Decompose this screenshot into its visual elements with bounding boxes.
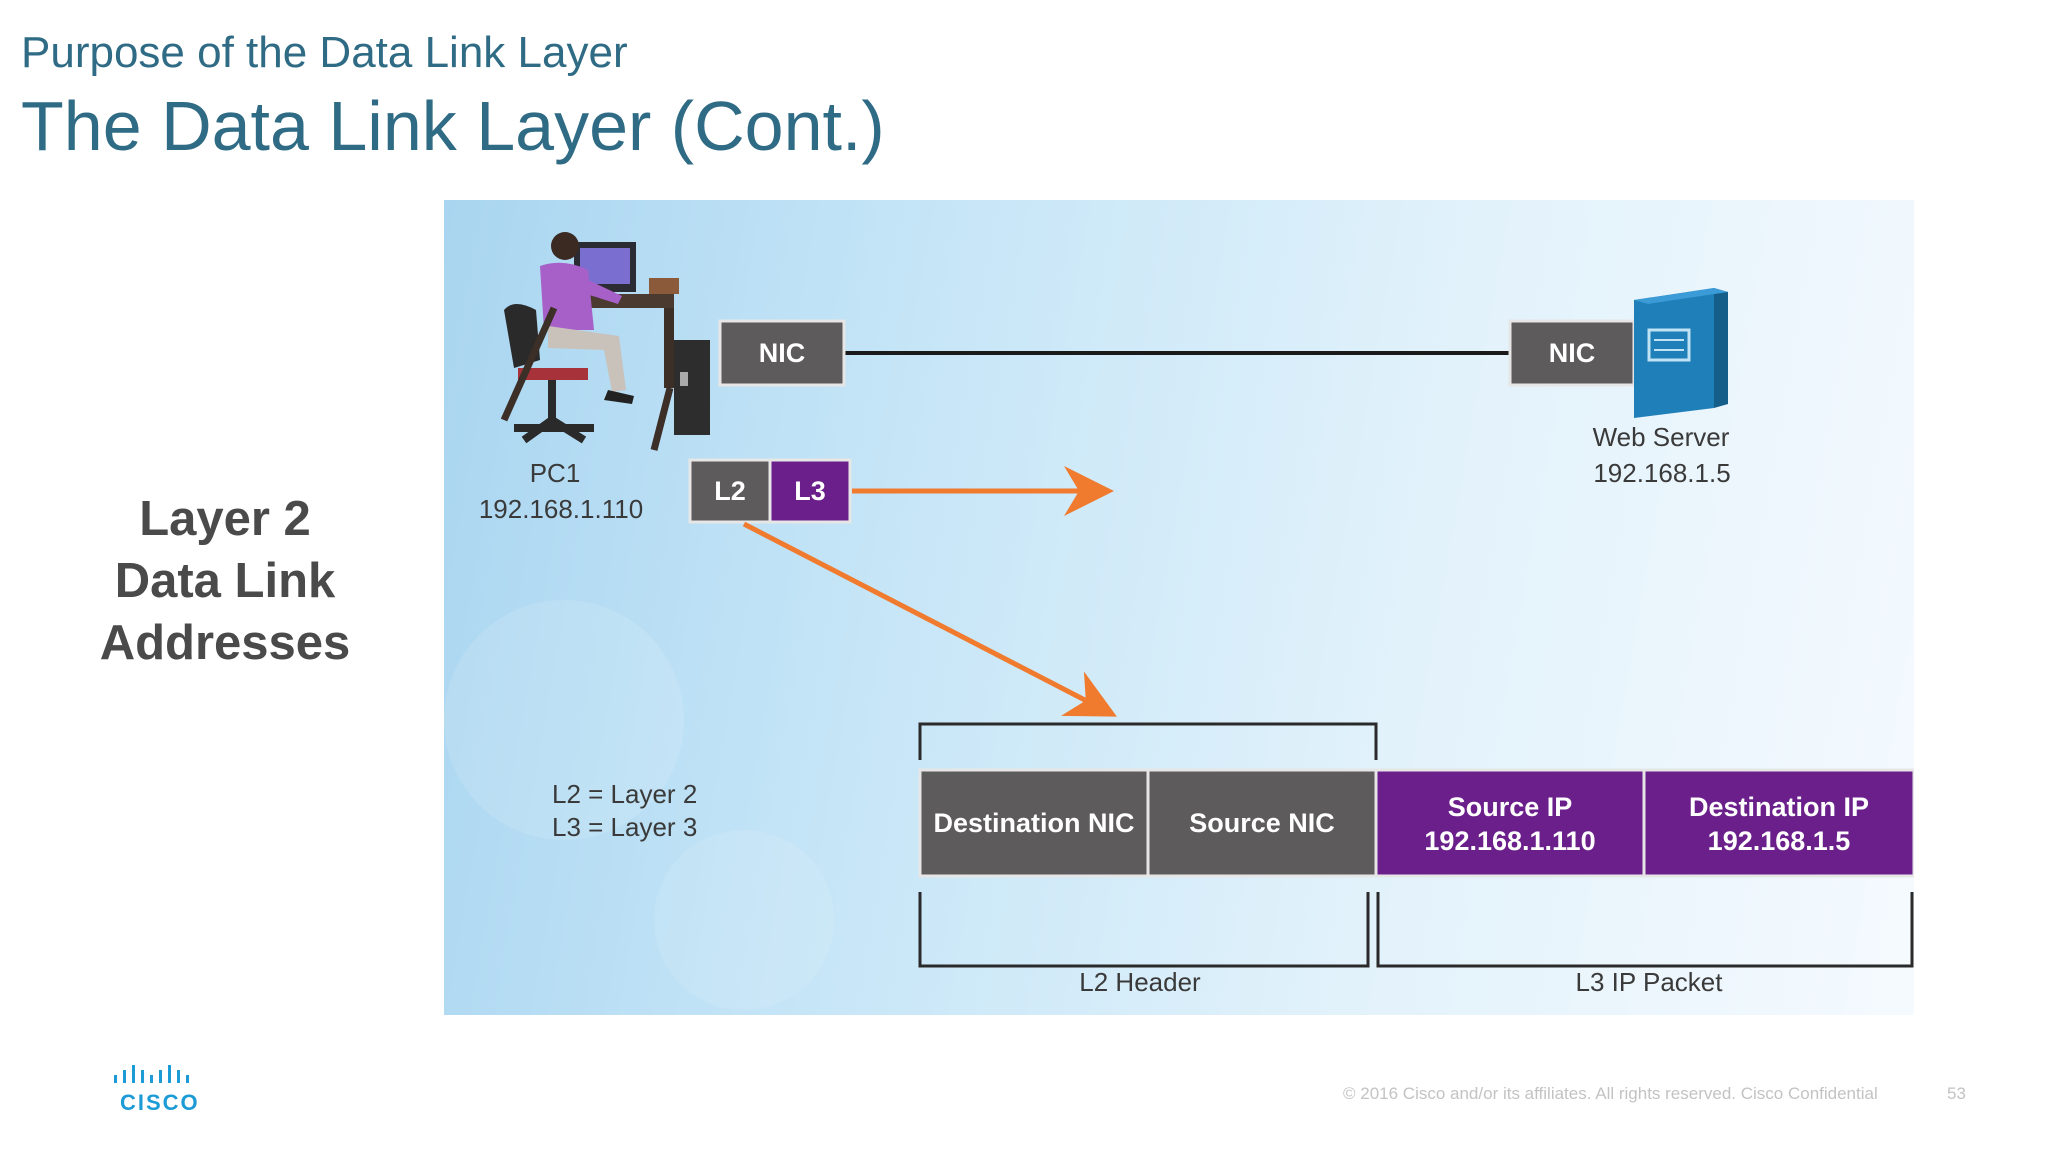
cisco-logo-icon	[114, 1065, 189, 1083]
page-number: 53	[1947, 1084, 1966, 1103]
nic-right-label: NIC	[1549, 338, 1596, 368]
frame-destination-ip-label: Destination IP	[1689, 792, 1869, 822]
frame-source-nic-label: Source NIC	[1189, 808, 1335, 838]
slide-title: The Data Link Layer (Cont.)	[21, 87, 885, 165]
bg-circle	[654, 830, 834, 1010]
pc1-ip: 192.168.1.110	[479, 494, 643, 524]
frame-cell-destination-ip: Destination IP 192.168.1.5	[1642, 768, 1914, 878]
server-ip: 192.168.1.5	[1593, 458, 1730, 488]
frame-cell-destination-nic: Destination NIC	[918, 768, 1150, 878]
frame-source-ip-value: 192.168.1.110	[1424, 826, 1595, 856]
tag-l3: L3	[794, 476, 826, 506]
arrow-down	[742, 521, 1117, 717]
legend-l3: L3 = Layer 3	[552, 812, 697, 842]
side-label-line-1: Layer 2	[139, 492, 311, 546]
pc1-user-icon	[500, 232, 710, 451]
nic-left: NIC	[718, 319, 846, 387]
l2-header-bracket	[918, 892, 1370, 968]
data-link-diagram: PC1 192.168.1.110 NIC NIC Web Server 192…	[444, 200, 1914, 1015]
cisco-logo-text: CISCO	[120, 1090, 200, 1115]
legend-l2: L2 = Layer 2	[552, 779, 697, 809]
l2-header-label: L2 Header	[1079, 967, 1201, 997]
l3-packet-label: L3 IP Packet	[1576, 967, 1724, 997]
slide-subtitle: Purpose of the Data Link Layer	[21, 28, 628, 77]
copyright-notice: © 2016 Cisco and/or its affiliates. All …	[1343, 1084, 1878, 1103]
l3-packet-bracket	[1376, 892, 1914, 968]
nic-right: NIC	[1508, 319, 1636, 387]
frame-cell-source-nic: Source NIC	[1146, 768, 1378, 878]
nic-left-label: NIC	[759, 338, 806, 368]
packet-tag: L2 L3	[688, 458, 852, 524]
frame-destination-ip-value: 192.168.1.5	[1708, 826, 1851, 856]
bg-circle	[444, 600, 684, 840]
diagram-canvas: PC1 192.168.1.110 NIC NIC Web Server 192…	[444, 232, 1914, 1010]
frame-destination-nic-label: Destination NIC	[933, 808, 1134, 838]
side-label: Layer 2 Data Link Addresses	[60, 488, 390, 674]
frame-cell-source-ip: Source IP 192.168.1.110	[1374, 768, 1646, 878]
side-label-line-3: Addresses	[99, 616, 351, 670]
side-label-line-2: Data Link	[114, 554, 336, 608]
server-name: Web Server	[1593, 422, 1730, 452]
tag-l2: L2	[714, 476, 746, 506]
pc1-name: PC1	[530, 458, 581, 488]
web-server-icon	[1634, 288, 1728, 418]
frame-top-bracket	[918, 722, 1378, 760]
frame-source-ip-label: Source IP	[1448, 792, 1573, 822]
